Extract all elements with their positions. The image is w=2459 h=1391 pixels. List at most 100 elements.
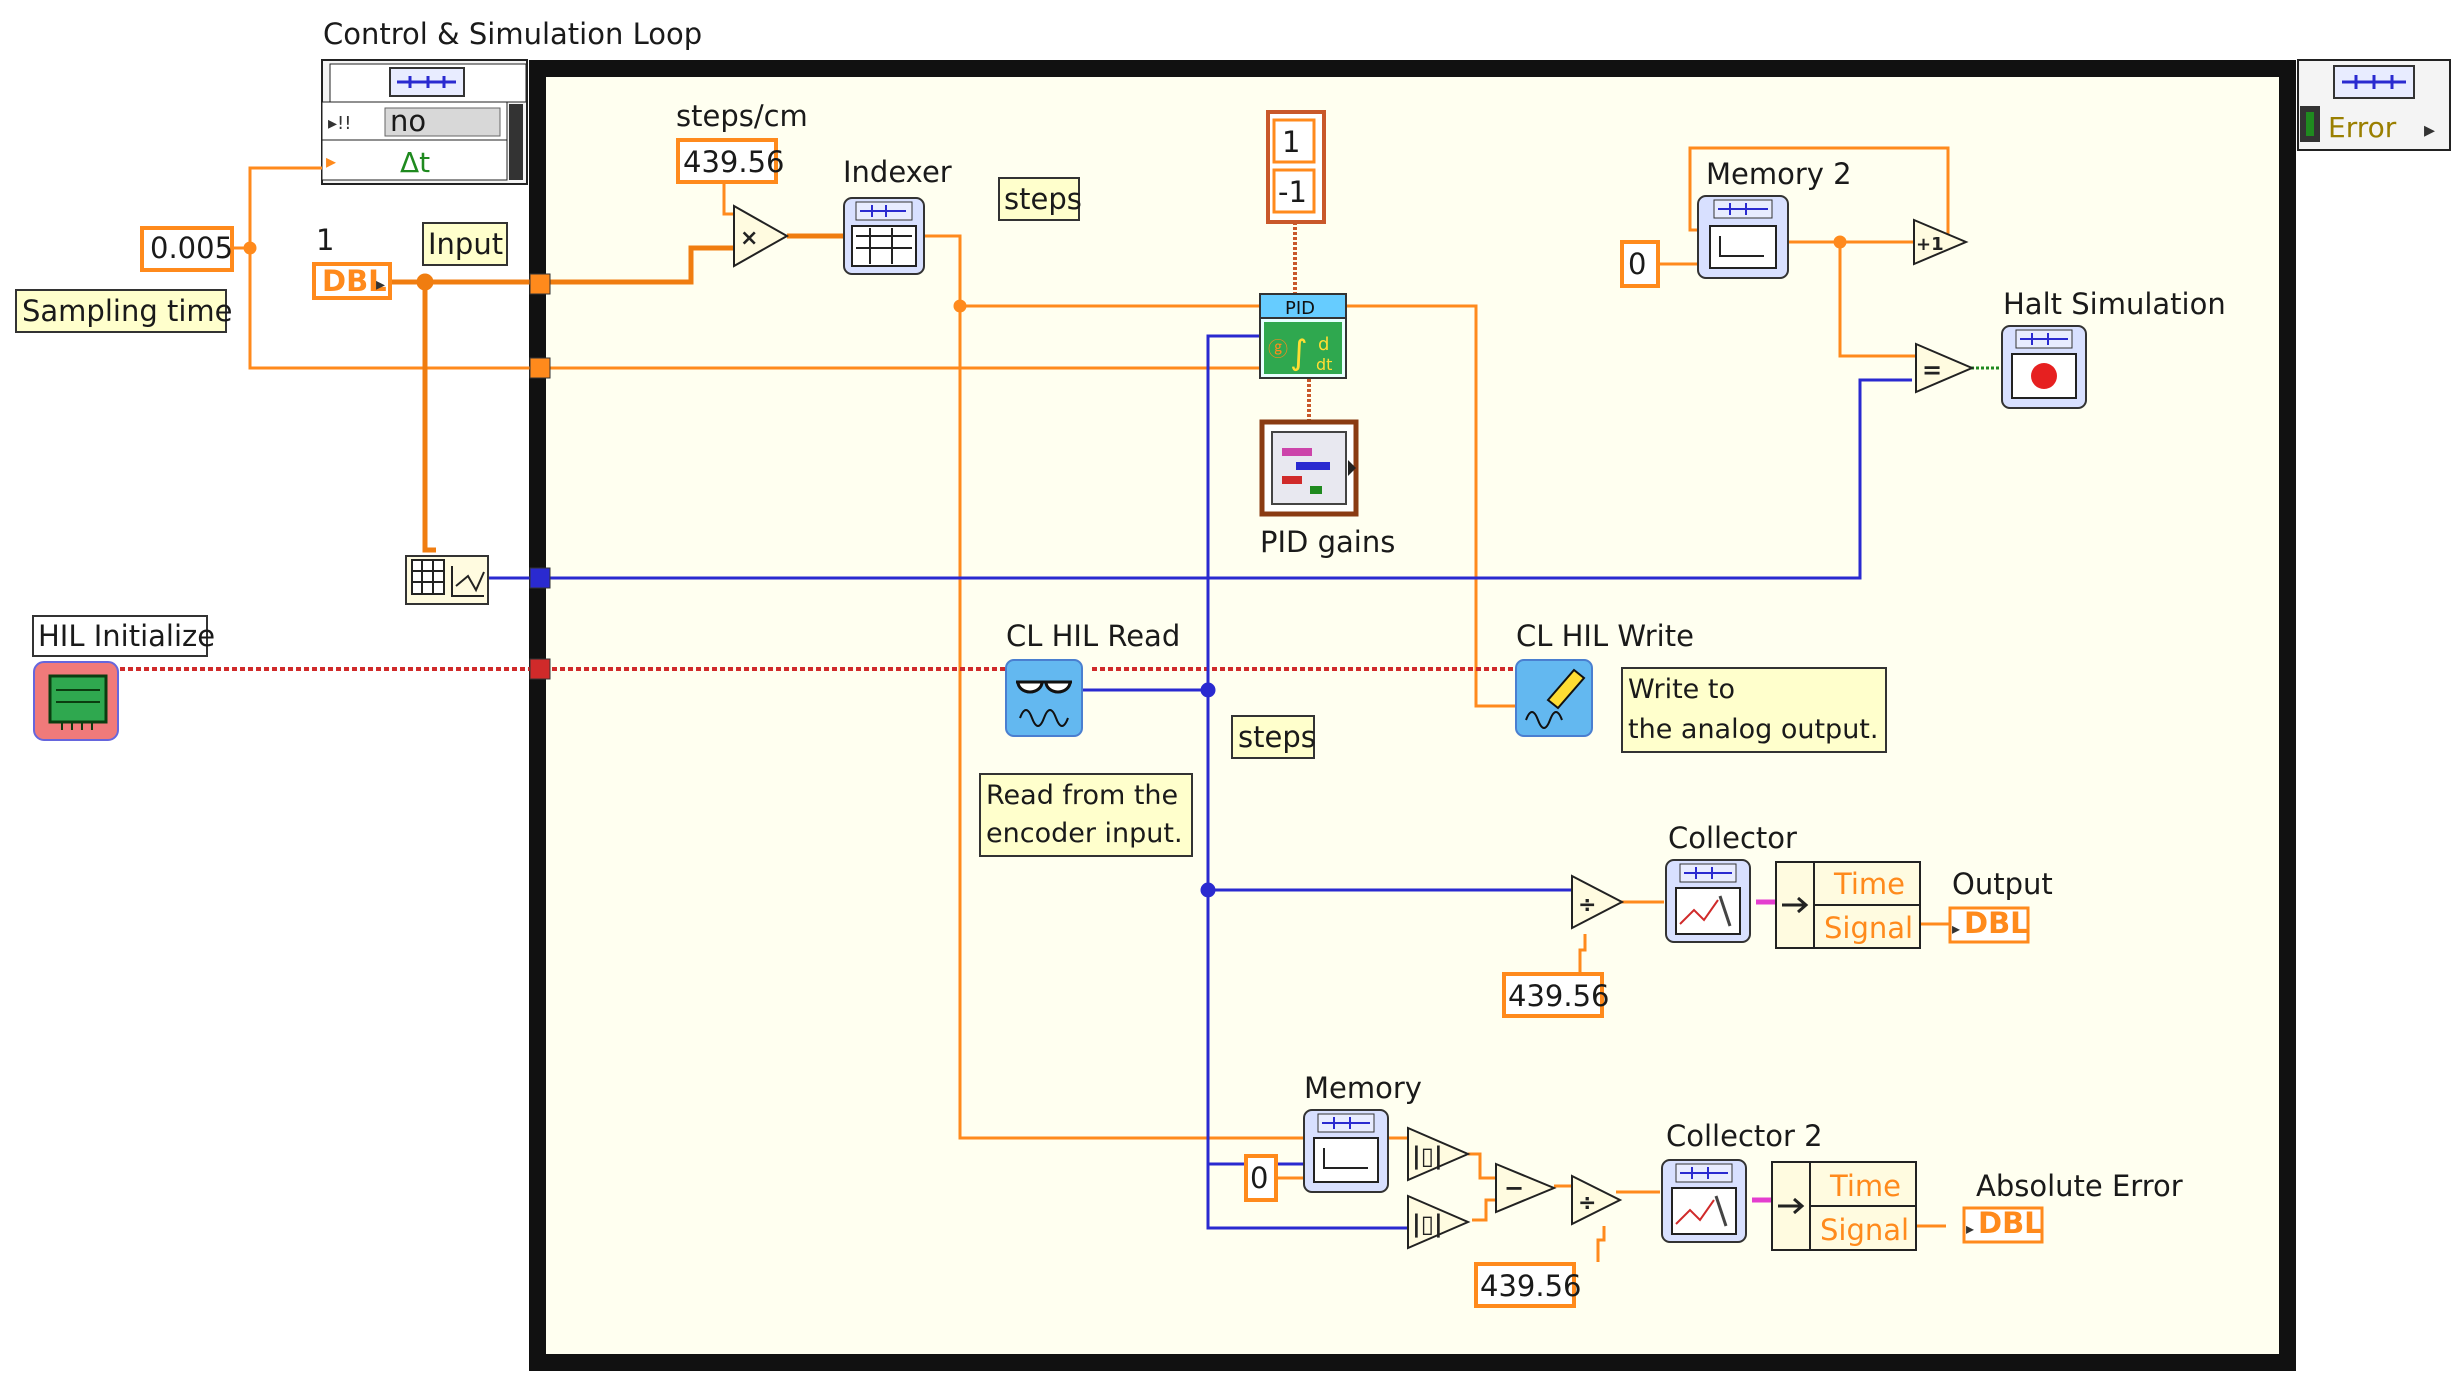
steps-label-mid: steps: [1231, 715, 1316, 759]
cl-hil-write-label: CL HIL Write: [1516, 619, 1694, 653]
memory2-label: Memory 2: [1706, 157, 1852, 191]
svg-text:0: 0: [1250, 1161, 1268, 1195]
svg-text:Signal: Signal: [1820, 1213, 1909, 1247]
memory2-node[interactable]: [1697, 195, 1789, 279]
absolute-error-label: Absolute Error: [1976, 1169, 2183, 1203]
memory-init-constant[interactable]: 0: [1244, 1154, 1278, 1202]
divide-node-output[interactable]: ÷: [1571, 874, 1625, 930]
steps-cm-constant[interactable]: 439.56: [676, 138, 784, 184]
abs-error-arrow-icon: ▸: [1966, 1219, 1974, 1238]
tunnel-input[interactable]: [529, 273, 551, 295]
tunnel-sampling[interactable]: [529, 357, 551, 379]
indexer-icon: [851, 225, 917, 267]
svg-text:DBL: DBL: [1978, 1206, 2043, 1240]
input-value-label: 1: [316, 223, 334, 257]
scale-output-constant[interactable]: 439.56: [1502, 972, 1609, 1018]
wire-elapsed-time[interactable]: [488, 378, 1912, 580]
memory-label: Memory: [1304, 1071, 1422, 1105]
input-label: Input: [422, 222, 508, 266]
wire-measured-position[interactable]: [1082, 334, 1574, 1230]
write-comment: Write to the analog output.: [1621, 667, 1887, 753]
svg-text:d: d: [1318, 334, 1329, 355]
svg-text:Input: Input: [428, 227, 503, 261]
memory-node[interactable]: [1303, 1109, 1389, 1193]
collector-label: Collector: [1668, 821, 1797, 855]
wire-sampling-time[interactable]: [233, 166, 1260, 370]
halt-simulation-label: Halt Simulation: [2003, 287, 2226, 321]
bundle-arrow-icon: [1782, 896, 1809, 914]
svg-text:439.56: 439.56: [1480, 1269, 1581, 1303]
scale-error-constant[interactable]: 439.56: [1474, 1262, 1581, 1308]
loop-param-value: no: [390, 104, 426, 138]
halt-simulation-node[interactable]: [2001, 325, 2087, 409]
input-arrow-icon: ▸: [376, 274, 385, 295]
wire-error-chain[interactable]: [1276, 1136, 1574, 1222]
svg-text:DBL: DBL: [322, 264, 387, 298]
pid-node[interactable]: PID ⓖ ∫ d dt: [1259, 293, 1347, 379]
abs-icon-top: |▯|: [1412, 1142, 1443, 1170]
pid-header-label: PID: [1285, 298, 1315, 319]
subtract-node[interactable]: −: [1495, 1162, 1557, 1214]
svg-text:∫: ∫: [1290, 333, 1308, 373]
hil-initialize-node[interactable]: [33, 661, 119, 741]
hil-card-icon: [48, 674, 108, 724]
multiply-node[interactable]: ×: [733, 204, 790, 268]
svg-text:439.56: 439.56: [683, 145, 784, 179]
equal-node[interactable]: =: [1915, 342, 1975, 394]
loop-output-node[interactable]: Error ▸: [2297, 59, 2451, 151]
divide-icon: ÷: [1578, 893, 1596, 918]
collector-node[interactable]: [1665, 859, 1751, 943]
svg-text:1: 1: [1282, 125, 1300, 159]
cl-hil-read-node[interactable]: [1005, 659, 1083, 737]
indexer-label: Indexer: [843, 155, 952, 189]
equal-icon: =: [1922, 356, 1942, 384]
collector2-node[interactable]: [1661, 1159, 1747, 1243]
pid-icon: [1264, 322, 1342, 374]
wire-pid-output[interactable]: [1345, 304, 1516, 708]
output-range-array[interactable]: 1 -1: [1266, 110, 1326, 224]
input-control[interactable]: DBL ▸: [312, 262, 392, 300]
absolute-error-indicator[interactable]: ▸ DBL: [1962, 1206, 2044, 1244]
divide-node-error[interactable]: ÷: [1571, 1174, 1623, 1226]
elapsed-time-node[interactable]: [405, 555, 489, 605]
loop-input-node[interactable]: ▸!! no ▸ Δt: [321, 59, 528, 185]
table-icon: [411, 559, 445, 595]
collector-chart-icon: [1675, 887, 1741, 935]
cl-hil-write-node[interactable]: [1515, 659, 1593, 737]
stop-icon: [2031, 363, 2057, 389]
abs-node-top[interactable]: |▯|: [1407, 1126, 1471, 1182]
hil-initialize-label: HIL Initialize: [32, 615, 215, 657]
svg-text:Write to: Write to: [1628, 674, 1735, 705]
svg-text:encoder input.: encoder input.: [986, 818, 1183, 849]
tunnel-time[interactable]: [529, 567, 551, 589]
wave-icon-write: [1525, 711, 1563, 729]
output-indicator[interactable]: ▸ DBL: [1948, 906, 2030, 944]
sampling-time-constant[interactable]: 0.005: [140, 226, 234, 272]
error-flag-icon: ▸!!: [328, 113, 351, 134]
pid-gains-cluster[interactable]: [1259, 419, 1359, 517]
svg-text:0.005: 0.005: [150, 231, 233, 265]
unbundle-error[interactable]: Time Signal: [1771, 1161, 1917, 1251]
error-output-arrow-icon: ▸: [2424, 118, 2435, 143]
wire-indexer-out[interactable]: [925, 234, 1308, 1140]
svg-text:ⓖ: ⓖ: [1268, 337, 1288, 361]
unbundle-output[interactable]: Time Signal: [1775, 861, 1921, 949]
memory2-init-constant[interactable]: 0: [1620, 240, 1660, 288]
wire-output-chain[interactable]: [1578, 899, 1950, 1262]
cl-hil-read-label: CL HIL Read: [1006, 619, 1180, 653]
increment-icon: +1: [1916, 234, 1944, 255]
svg-text:0: 0: [1628, 247, 1646, 281]
steps-cm-label: steps/cm: [676, 99, 808, 133]
abs-node-bottom[interactable]: |▯|: [1407, 1194, 1471, 1250]
tunnel-hil[interactable]: [529, 658, 551, 680]
svg-text:DBL: DBL: [1964, 906, 2029, 940]
steps-label-top: steps: [998, 177, 1082, 221]
collector2-label: Collector 2: [1666, 1119, 1823, 1153]
increment-node[interactable]: +1: [1913, 218, 1969, 266]
svg-text:the analog output.: the analog output.: [1628, 714, 1878, 745]
loop-scrollbar[interactable]: [509, 104, 523, 180]
svg-text:Time: Time: [1829, 1169, 1901, 1203]
indexer-node[interactable]: [843, 197, 925, 275]
svg-text:dt: dt: [1316, 355, 1332, 374]
